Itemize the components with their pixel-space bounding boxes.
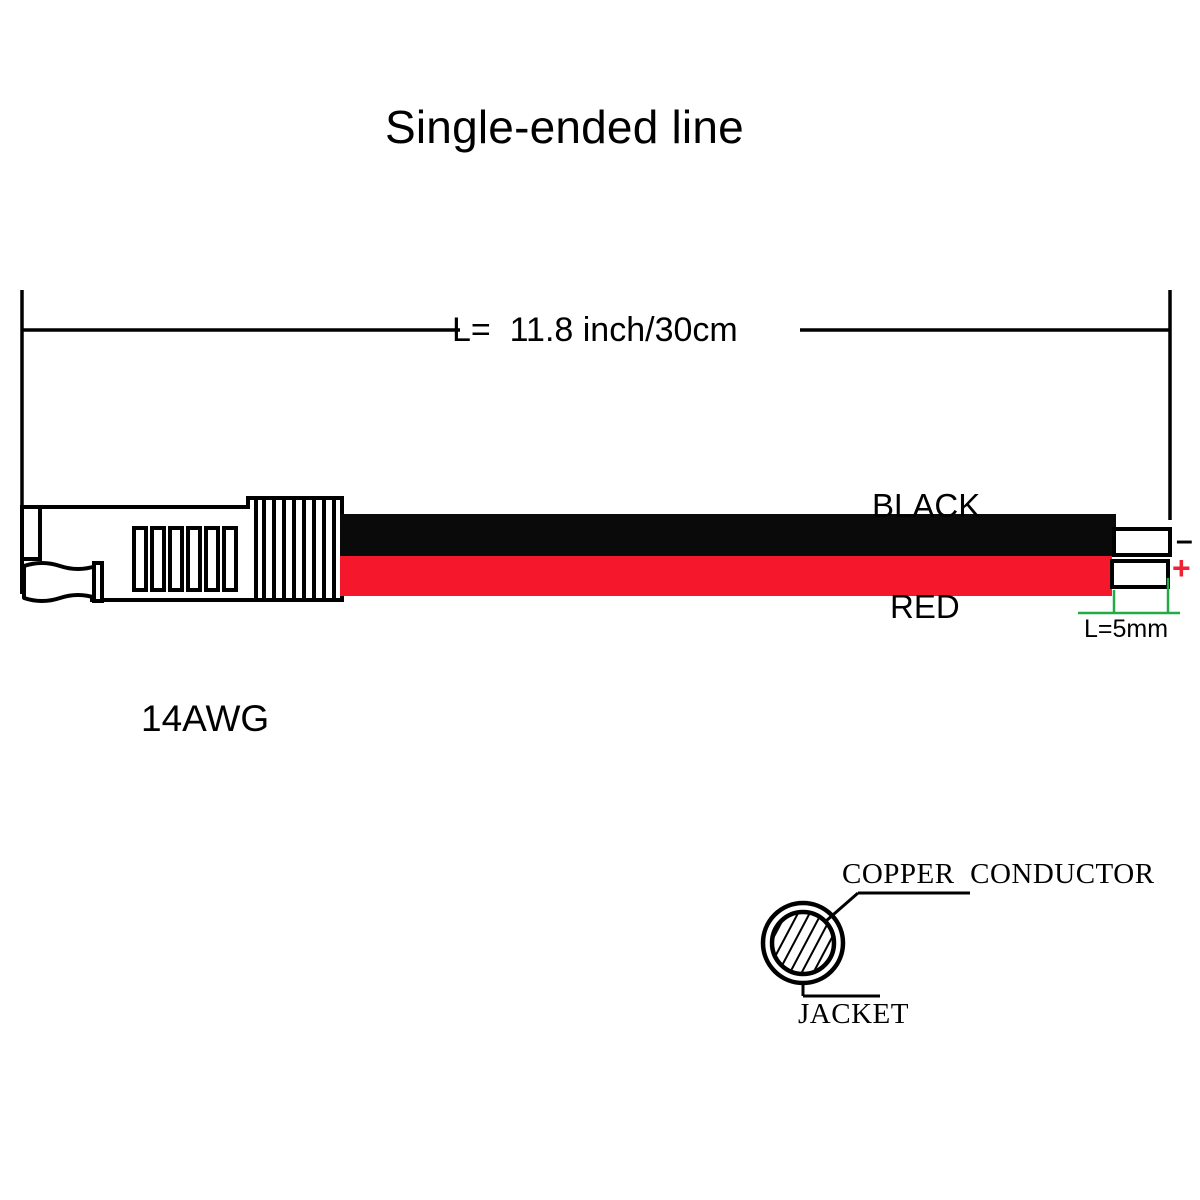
connector-top-bevel: [20, 505, 42, 561]
wire-pair: [340, 514, 1116, 596]
positive-polarity-label: +: [1172, 550, 1191, 586]
red-wire-label: RED: [890, 588, 960, 625]
jacket-label: JACKET: [798, 998, 909, 1030]
connector-strain-relief-boot: [254, 496, 344, 602]
cable-cross-section: [760, 891, 970, 998]
wire-gauge-label: 14AWG: [141, 698, 270, 739]
copper-conductor-leader: [825, 891, 970, 923]
connector-vent-slots: [132, 526, 238, 592]
stripped-conductor-negative: [1112, 527, 1172, 557]
copper-conductor-label: COPPER CONDUCTOR: [842, 858, 1155, 890]
connector-latch-tab: [22, 561, 98, 603]
jacket-leader: [801, 983, 880, 998]
conductor-circle: [769, 909, 837, 977]
strip-length-label: L=5mm: [1084, 615, 1169, 643]
stripped-conductor-positive: [1110, 559, 1170, 589]
stripped-conductor-ends: [1110, 527, 1172, 589]
sae-connector: [20, 496, 344, 603]
black-wire-label: BLACK: [872, 487, 981, 524]
negative-polarity-label: –: [1176, 524, 1193, 557]
black-wire: [340, 514, 1116, 556]
connector-latch-end-cap: [92, 561, 104, 603]
overall-length-dimension: [20, 290, 1172, 520]
red-wire: [340, 556, 1112, 596]
overall-length-label: L= 11.8 inch/30cm: [452, 311, 738, 349]
page-title: Single-ended line: [385, 101, 744, 153]
strip-length-dimension: [1078, 578, 1180, 615]
